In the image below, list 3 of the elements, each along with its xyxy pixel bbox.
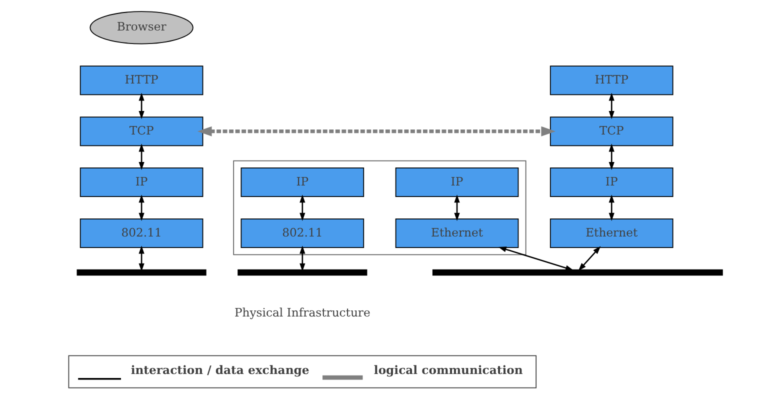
legend-label: interaction / data exchange [130, 362, 309, 377]
legend-label: logical communication [373, 362, 522, 377]
label: Physical Infrastructure [234, 306, 370, 320]
